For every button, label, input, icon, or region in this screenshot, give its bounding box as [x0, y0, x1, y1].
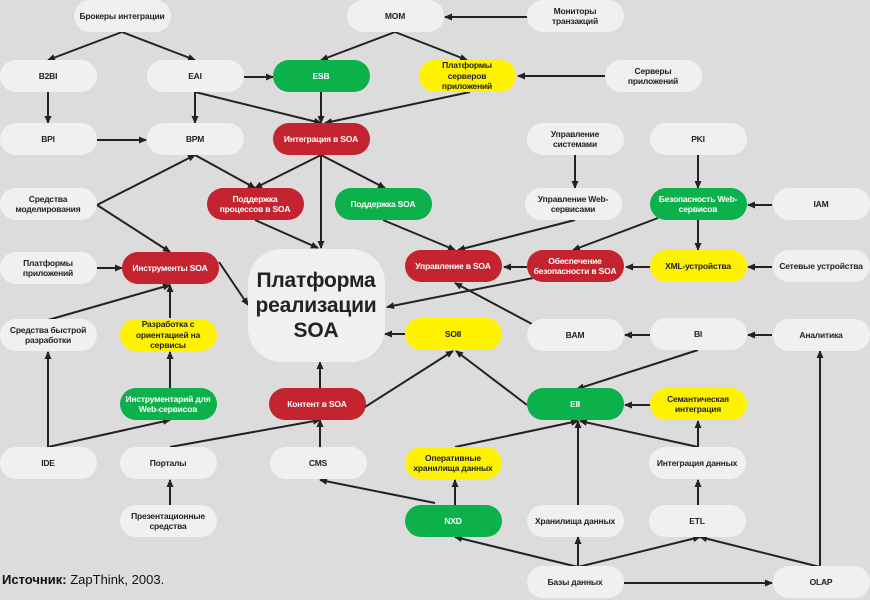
arrow	[364, 350, 454, 408]
arrow	[455, 350, 528, 406]
arrow	[320, 31, 396, 61]
source-caption: Источник: ZapThink, 2003.	[2, 572, 165, 587]
arrow	[454, 282, 533, 325]
node-soa-dev: Разработка с ориентацией на сервисы	[119, 319, 217, 351]
arrow	[121, 31, 196, 61]
arrow	[47, 31, 123, 61]
node-mom: MOM	[346, 0, 444, 32]
arrow	[47, 418, 171, 448]
node-nxd: NXD	[404, 505, 502, 537]
node-network-devices: Сетевые устройства	[772, 250, 870, 282]
node-brokers: Брокеры интеграции	[73, 0, 171, 32]
node-iam: IAM	[772, 188, 870, 220]
node-eii: EII	[526, 388, 624, 420]
arrow	[577, 535, 701, 568]
arrow	[382, 219, 456, 251]
node-etl: ETL	[648, 505, 746, 537]
arrow	[319, 477, 436, 504]
node-data-integration: Интеграция данных	[648, 447, 746, 479]
node-presentation: Презентационные средства	[119, 505, 217, 537]
node-ws-mgmt: Управление Web-сервисами	[524, 188, 622, 220]
node-portals: Порталы	[119, 447, 217, 479]
arrow	[218, 261, 249, 306]
arrow	[96, 204, 171, 253]
arrow	[386, 277, 534, 310]
node-pki: PKI	[649, 123, 747, 155]
node-soa-tools: Инструменты SOA	[121, 252, 219, 284]
node-ide: IDE	[0, 447, 97, 479]
node-integration-soa: Интеграция в SOA	[272, 123, 370, 155]
arrow	[454, 419, 579, 448]
node-olap: OLAP	[772, 566, 870, 598]
node-app-servers: Серверы приложений	[604, 60, 702, 92]
node-app-platforms: Платформы приложений	[0, 252, 97, 284]
node-mgmt-systems: Управление системами	[526, 123, 624, 155]
node-mgmt-soa: Управление в SOA	[404, 250, 502, 282]
arrow	[324, 91, 471, 125]
node-modeling: Средства моделирования	[0, 188, 97, 220]
node-databases: Базы данных	[526, 566, 624, 598]
arrow	[169, 417, 321, 448]
node-bam: BAM	[526, 319, 624, 351]
arrow	[254, 154, 322, 189]
arrow	[96, 154, 196, 206]
node-soii: SOII	[404, 318, 502, 350]
node-bpi: BPI	[0, 123, 97, 155]
node-platform: Платформа реализации SOA	[247, 248, 385, 362]
node-esb: ESB	[272, 60, 370, 92]
node-eai: EAI	[146, 60, 244, 92]
node-bpm: BPM	[146, 123, 244, 155]
arrow	[254, 219, 319, 249]
node-content-soa: Контент в SOA	[268, 388, 366, 420]
arrow	[457, 219, 576, 252]
arrow	[699, 535, 821, 568]
arrow	[576, 349, 699, 391]
node-ws-security: Безопасность Web-сервисов	[649, 188, 747, 220]
node-security-soa: Обеспечение безопасности в SOA	[526, 250, 624, 282]
node-ws-tools: Инструментарий для Web-сервисов	[119, 388, 217, 420]
node-b2bi: B2BI	[0, 60, 97, 92]
arrow	[454, 535, 579, 568]
node-app-server-platforms: Платформы серверов приложений	[418, 60, 516, 92]
arrow	[320, 154, 386, 189]
node-semantic: Семантическая интеграция	[649, 388, 747, 420]
node-monitors: Мониторы транзакций	[526, 0, 624, 32]
node-rapid-dev: Средства быстрой разработки	[0, 319, 97, 351]
node-bi: BI	[649, 318, 747, 350]
node-cms: CMS	[269, 447, 367, 479]
node-soa-support: Поддержка SOA	[334, 188, 432, 220]
arrow	[47, 283, 171, 321]
arrow	[394, 31, 468, 61]
arrow	[194, 91, 322, 125]
node-dw: Хранилища данных	[526, 505, 624, 537]
arrow	[194, 154, 256, 189]
node-ods: Оперативные хранилища данных	[404, 447, 502, 479]
arrow	[572, 217, 659, 251]
arrow	[579, 419, 699, 448]
node-analytics: Аналитика	[772, 319, 870, 351]
node-xml-devices: XML-устройства	[649, 250, 747, 282]
node-process-support: Поддержка процессов в SOA	[206, 188, 304, 220]
